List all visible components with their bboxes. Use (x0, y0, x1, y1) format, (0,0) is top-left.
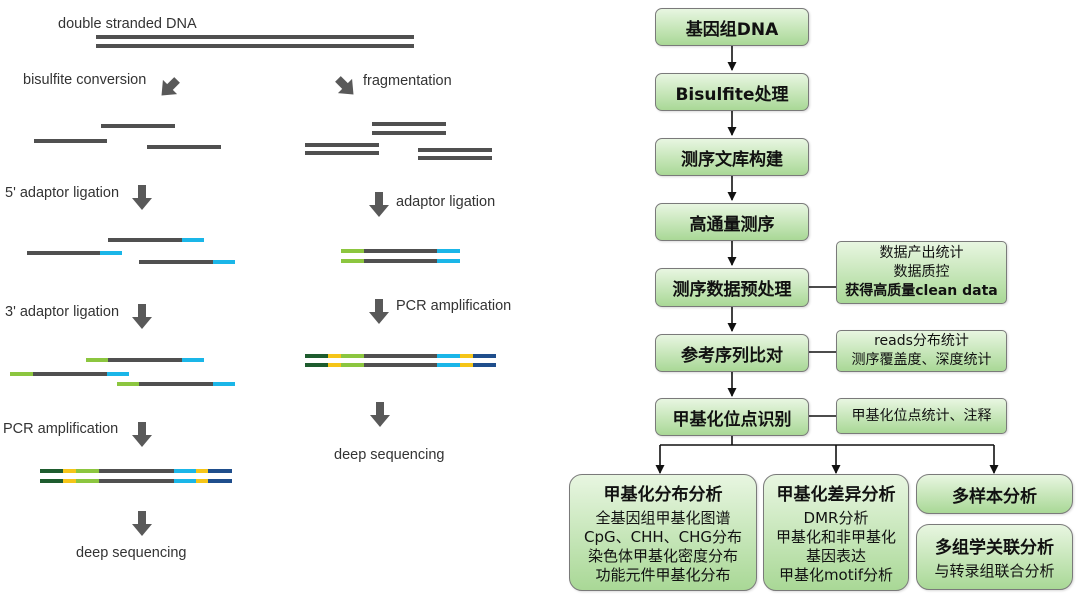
pcr-amplification-label-right: PCR amplification (396, 298, 511, 314)
five-prime-ligated-fragments (27, 238, 235, 264)
down-arrow-icon (369, 299, 389, 324)
differential-methylation-analysis: 甲基化差异分析 DMR分析 甲基化和非甲基化 基因表达 甲基化motif分析 (763, 474, 909, 591)
step-library-construction: 测序文库构建 (655, 138, 809, 176)
pcr-product-left (40, 469, 232, 483)
note-line: reads分布统计 (874, 333, 969, 349)
pcr-product-right (305, 354, 496, 367)
five-prime-ligation-label: 5' adaptor ligation (5, 185, 119, 201)
alignment-notes: reads分布统计 测序覆盖度、深度统计 (836, 330, 1007, 372)
analysis-item: CpG、CHH、CHG分布 (583, 528, 743, 546)
multi-sample-analysis: 多样本分析 (916, 474, 1073, 514)
analysis-item: 甲基化和非甲基化 (775, 528, 896, 546)
analysis-item: 全基因组甲基化图谱 (595, 509, 731, 527)
step-methylation-site-calling: 甲基化位点识别 (655, 398, 809, 436)
note-line-emphasis: 获得高质量clean data (845, 283, 998, 299)
down-arrow-icon (369, 192, 389, 217)
note-line: 数据产出统计 (879, 245, 964, 261)
bisulfite-conversion-label: bisulfite conversion (23, 72, 146, 88)
adaptor-ligation-label: adaptor ligation (396, 194, 495, 210)
step-genomic-dna: 基因组DNA (655, 8, 809, 46)
flowchart-connectors (655, 46, 999, 474)
ds-fragments (305, 122, 492, 160)
down-arrow-icon (370, 402, 390, 427)
methylation-distribution-analysis: 甲基化分布分析 全基因组甲基化图谱 CpG、CHH、CHG分布 染色体甲基化密度… (569, 474, 757, 591)
down-arrow-icon (132, 511, 152, 536)
analysis-item: 与转录组联合分析 (934, 562, 1055, 580)
dsdna-strands (96, 35, 414, 48)
deep-sequencing-label-left: deep sequencing (76, 545, 186, 561)
down-arrow-icon (132, 304, 152, 329)
analysis-title: 多组学关联分析 (935, 538, 1054, 558)
step-bisulfite-treatment: Bisulfite处理 (655, 73, 809, 111)
note-line: 测序覆盖度、深度统计 (851, 352, 992, 368)
down-left-arrow-icon (161, 77, 180, 96)
analysis-item: 基因表达 (805, 547, 866, 565)
calling-notes: 甲基化位点统计、注释 (836, 398, 1007, 434)
preprocess-notes: 数据产出统计 数据质控 获得高质量clean data (836, 241, 1007, 304)
deep-sequencing-label-right: deep sequencing (334, 447, 444, 463)
note-line: 甲基化位点统计、注释 (851, 407, 992, 424)
step-high-throughput-sequencing: 高通量测序 (655, 203, 809, 241)
adaptor-ligated-dsdna (341, 249, 460, 263)
pcr-amplification-label-left: PCR amplification (3, 421, 118, 437)
analysis-title: 甲基化差异分析 (776, 485, 896, 505)
three-prime-ligation-label: 3' adaptor ligation (5, 304, 119, 320)
down-arrow-icon (132, 185, 152, 210)
down-right-arrow-icon (335, 76, 354, 95)
analysis-title: 多样本分析 (952, 486, 1037, 507)
note-line: 数据质控 (893, 264, 950, 280)
down-arrow-icon (132, 422, 152, 447)
analysis-title: 甲基化分布分析 (603, 485, 723, 505)
multi-omics-analysis: 多组学关联分析 与转录组联合分析 (916, 524, 1073, 590)
dsdna-label: double stranded DNA (58, 16, 197, 32)
three-prime-ligated-fragments (10, 358, 235, 386)
analysis-item: DMR分析 (803, 509, 869, 527)
analysis-item: 染色体甲基化密度分布 (587, 547, 738, 565)
step-reference-alignment: 参考序列比对 (655, 334, 809, 372)
converted-ssdna-fragments (34, 124, 221, 149)
analysis-item: 甲基化motif分析 (778, 566, 894, 584)
step-data-preprocessing: 测序数据预处理 (655, 268, 809, 307)
analysis-item: 功能元件甲基化分布 (595, 566, 731, 584)
fragmentation-label: fragmentation (363, 73, 452, 89)
